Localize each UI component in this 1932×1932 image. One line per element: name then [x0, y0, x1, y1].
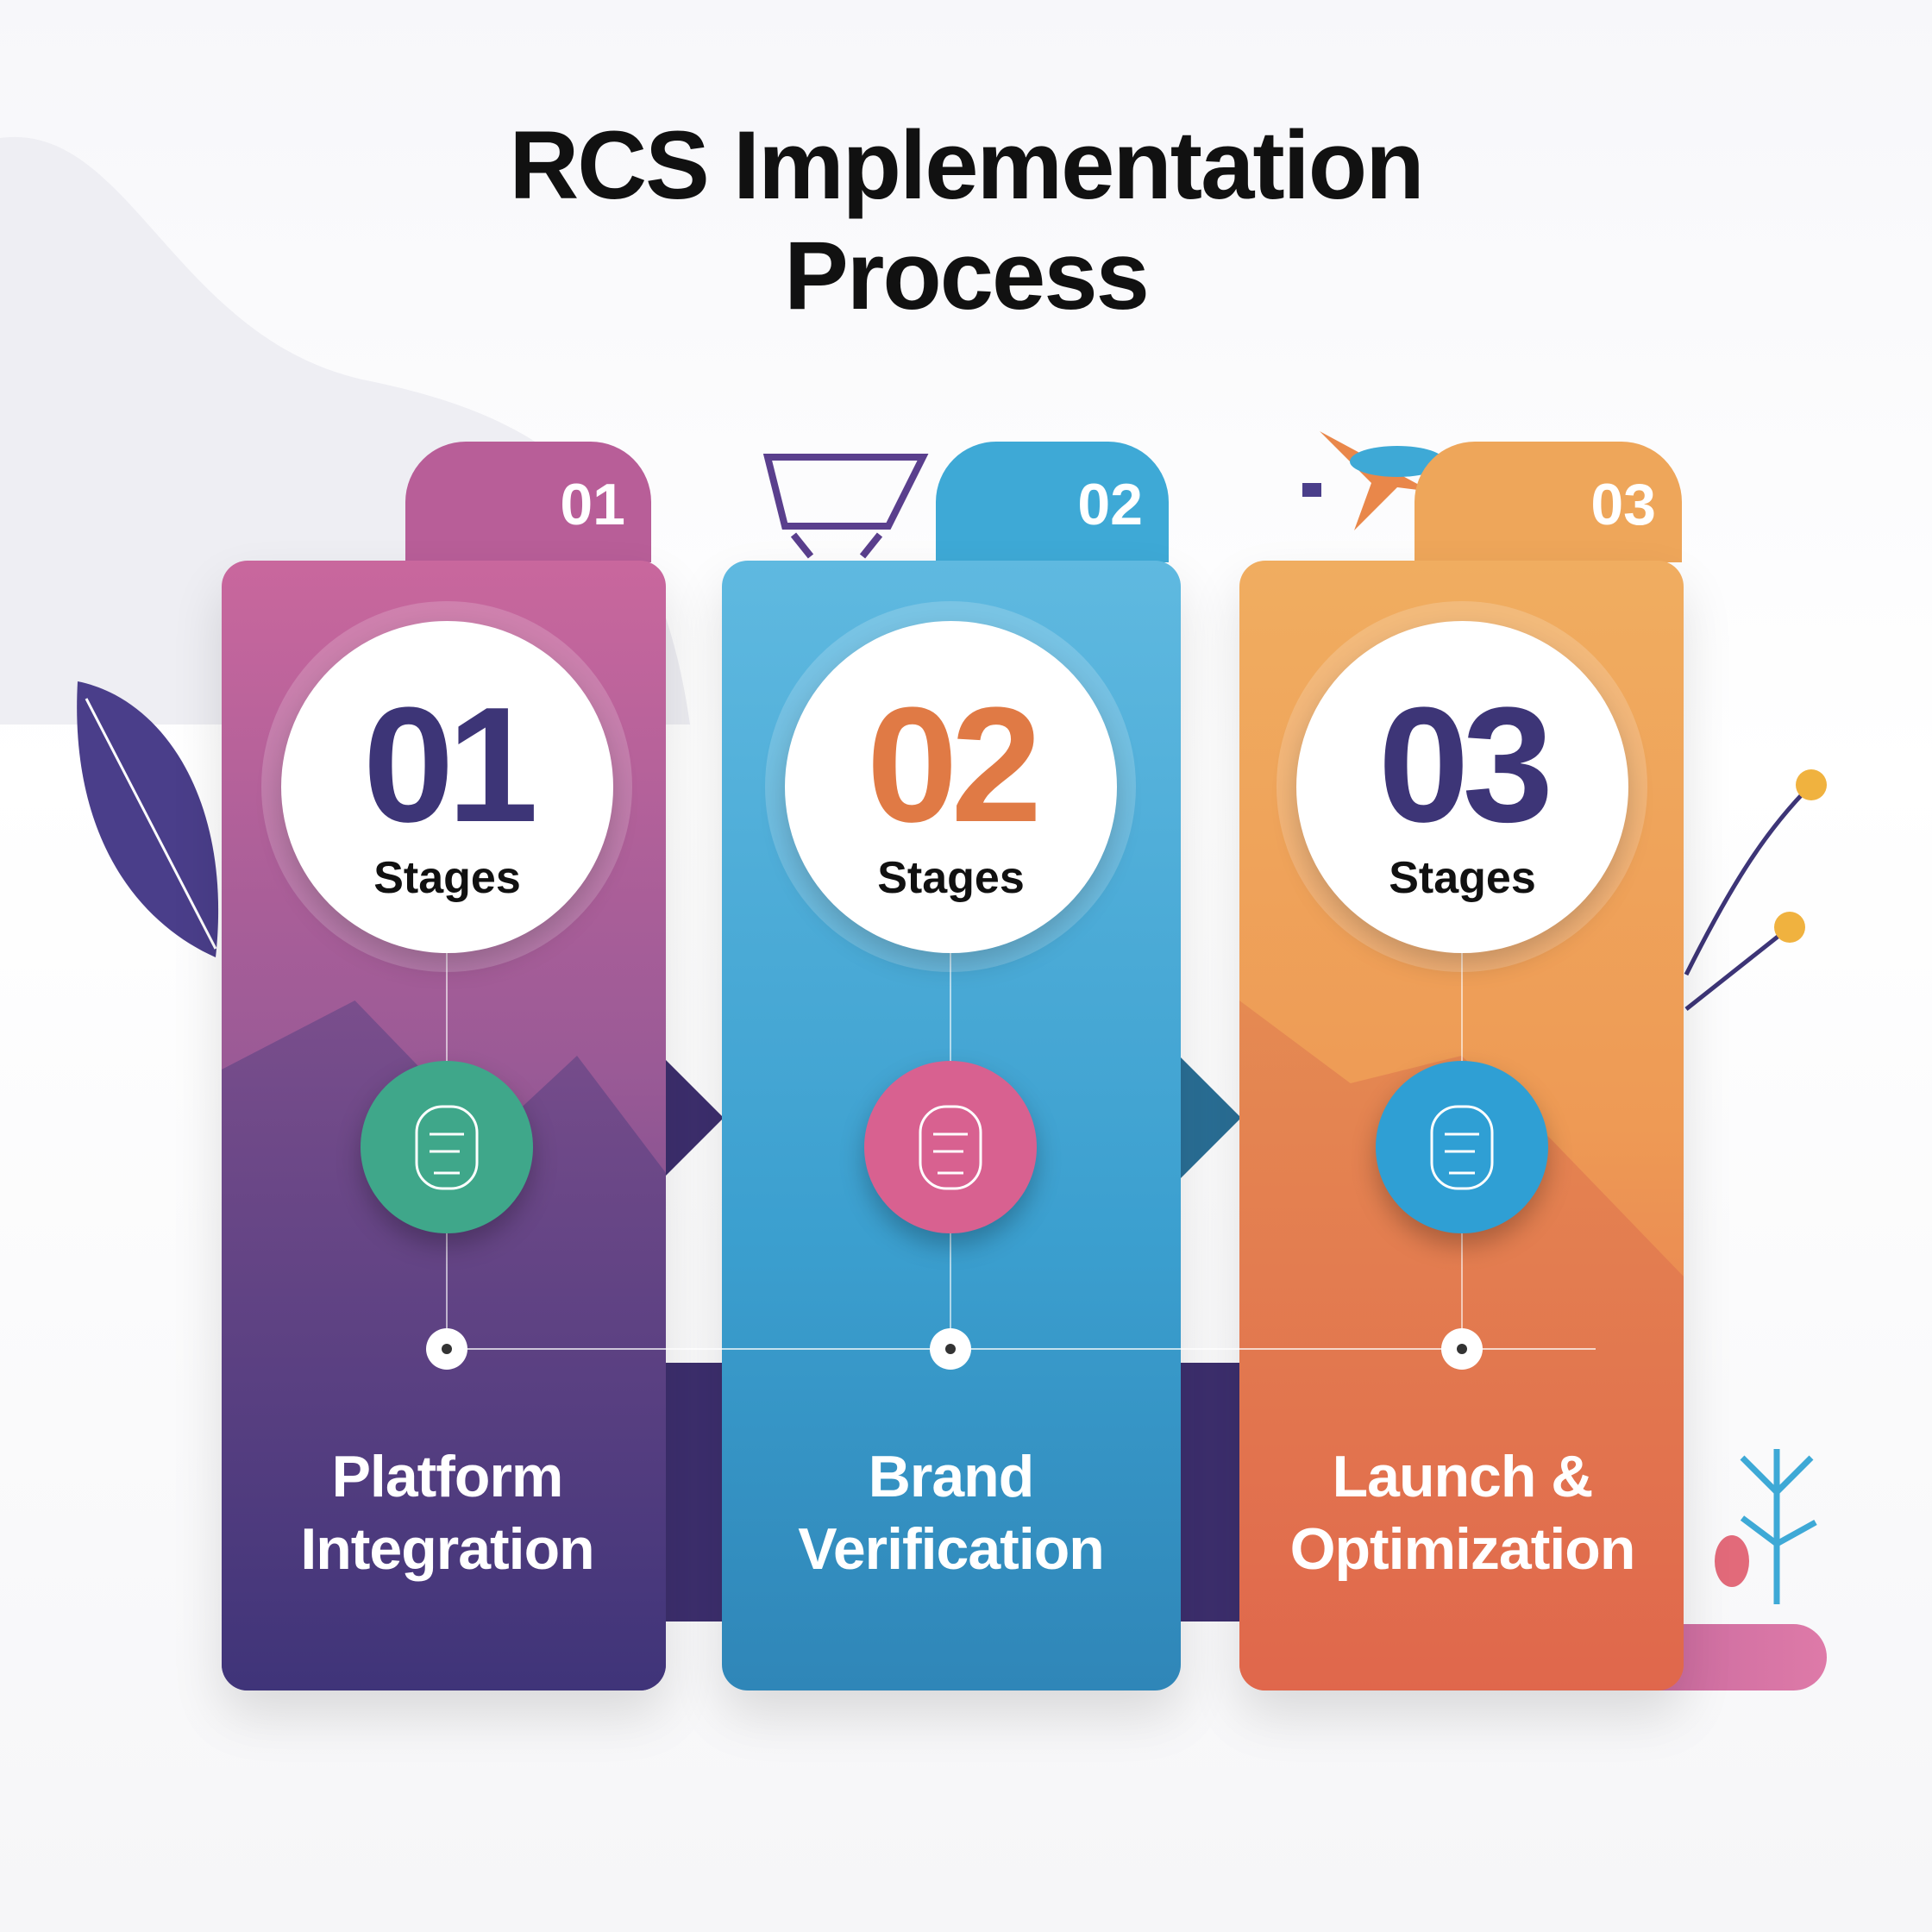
stage-1-timeline-dot [426, 1328, 467, 1370]
arrow-right-icon [663, 1057, 724, 1178]
stage-1-tab: 01 [405, 442, 651, 562]
stage-2-badge: 02 Stages [785, 621, 1117, 953]
stage-2-label: Brand Verification [729, 1440, 1173, 1585]
timeline-line [448, 1348, 1596, 1350]
stage-3-number: 03 [1377, 674, 1553, 856]
plant-decoration [1715, 1449, 1817, 1604]
stage-3-label-line-2: Optimization [1289, 1516, 1636, 1582]
stage-1-badge: 01 Stages [281, 621, 613, 953]
stage-3-tab-number: 03 [1590, 472, 1656, 537]
leaf-icon [77, 681, 219, 957]
stage-1-label: Platform Integration [225, 1440, 669, 1585]
stage-2-number: 02 [866, 674, 1042, 856]
stage-1-label-line-1: Platform [331, 1444, 564, 1509]
stage-3-label-line-1: Launch & [1332, 1444, 1594, 1509]
stage-3-label: Launch & Optimization [1240, 1440, 1684, 1585]
stage-2-tab: 02 [936, 442, 1169, 562]
stage-1-label-line-2: Integration [300, 1516, 594, 1582]
stage-2-label-line-2: Verification [798, 1516, 1105, 1582]
platform-integration-icon [361, 1061, 533, 1233]
airplane-icon [1302, 431, 1440, 530]
stage-2-label-line-1: Brand [868, 1444, 1034, 1509]
title-line-2: Process [784, 222, 1150, 329]
stage-3-timeline-dot [1441, 1328, 1483, 1370]
launch-optimization-icon [1376, 1061, 1548, 1233]
stage-3-badge: 03 Stages [1296, 621, 1628, 953]
cart-icon [762, 454, 929, 559]
brand-verification-icon [864, 1061, 1037, 1233]
stage-2-subtitle: Stages [877, 853, 1025, 903]
title-line-1: RCS Implementation [509, 111, 1424, 219]
stage-2-tab-number: 02 [1077, 472, 1143, 537]
stage-1-subtitle: Stages [373, 853, 521, 903]
stage-1-tab-number: 01 [560, 472, 625, 537]
stage-3-subtitle: Stages [1389, 853, 1536, 903]
stage-3-tab: 03 [1414, 442, 1682, 562]
arrow-right-icon [1181, 1057, 1241, 1178]
branch-decoration [1684, 769, 1827, 1011]
stage-1-number: 01 [362, 674, 538, 856]
stage-2-timeline-dot [930, 1328, 971, 1370]
